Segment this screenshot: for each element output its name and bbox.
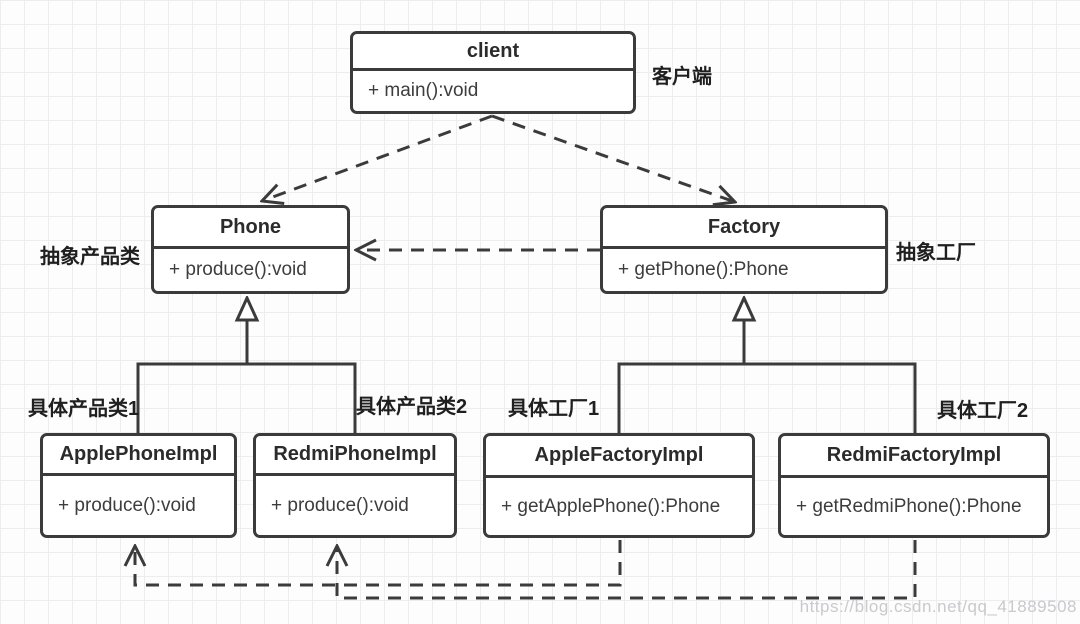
class-applefactoryimpl-title: AppleFactoryImpl [486, 436, 752, 478]
class-client-title: client [353, 34, 633, 71]
class-redmiphoneimpl-title: RedmiPhoneImpl [256, 436, 454, 476]
dependency-redmifactory-to-redmiphone [337, 540, 917, 600]
dependency-client-to-phone [262, 114, 493, 201]
annotation-client: 客户端 [652, 66, 712, 88]
annotation-phone: 抽象产品类 [40, 246, 140, 268]
class-factory-title: Factory [603, 208, 885, 249]
annotation-redmiphoneimpl: 具体产品类2 [356, 396, 468, 418]
class-factory-method: + getPhone():Phone [618, 259, 789, 280]
class-redmifactoryimpl: RedmiFactoryImpl + getRedmiPhone():Phone [778, 433, 1050, 538]
class-redmifactoryimpl-title: RedmiFactoryImpl [781, 436, 1047, 478]
class-applephoneimpl-method: + produce():void [58, 494, 196, 516]
class-client: client + main():void [350, 31, 636, 114]
dependency-applefactory-to-applephone [135, 540, 622, 587]
class-redmifactoryimpl-method: + getRedmiPhone():Phone [796, 495, 1022, 517]
class-applefactoryimpl-method: + getApplePhone():Phone [501, 495, 721, 517]
class-client-method: + main():void [368, 80, 479, 101]
class-applephoneimpl-title: ApplePhoneImpl [43, 436, 234, 476]
annotation-applefactoryimpl: 具体工厂1 [508, 398, 600, 420]
class-factory: Factory + getPhone():Phone [600, 205, 888, 294]
class-phone-method: + produce():void [169, 259, 307, 280]
class-phone: Phone + produce():void [151, 205, 350, 294]
annotation-redmifactoryimpl: 具体工厂2 [937, 400, 1029, 422]
class-redmiphoneimpl-method: + produce():void [271, 494, 409, 516]
inheritance-branch-factory-impls [617, 362, 917, 433]
class-applephoneimpl: ApplePhoneImpl + produce():void [40, 433, 237, 538]
annotation-applephoneimpl: 具体产品类1 [28, 398, 140, 420]
watermark-url: https://blog.csdn.net/qq_41889508 [799, 597, 1077, 616]
class-applefactoryimpl: AppleFactoryImpl + getApplePhone():Phone [483, 433, 755, 538]
annotation-factory: 抽象工厂 [896, 242, 976, 264]
dependency-client-to-factory [491, 114, 735, 202]
class-phone-title: Phone [154, 208, 347, 249]
inheritance-branch-phone-impls [136, 362, 357, 433]
class-redmiphoneimpl: RedmiPhoneImpl + produce():void [253, 433, 457, 538]
